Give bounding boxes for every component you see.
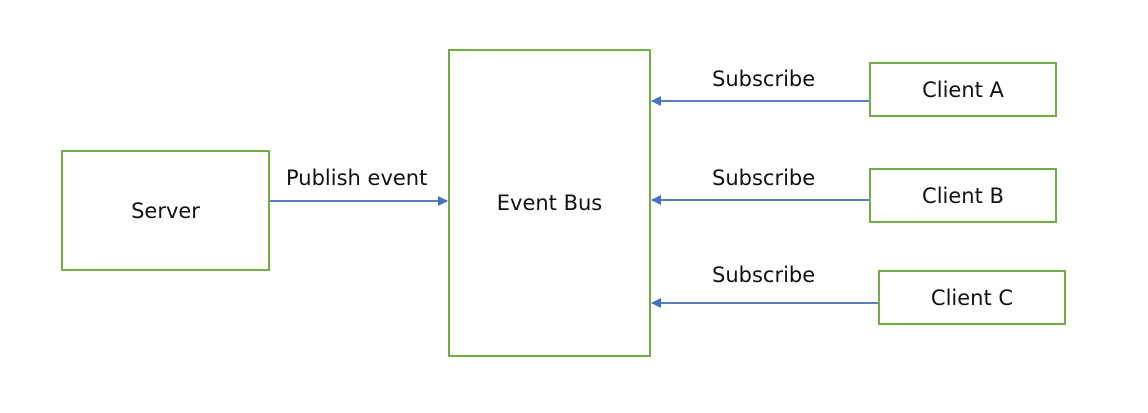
client-a-node: Client A <box>869 62 1057 117</box>
subscribe-b-label: Subscribe <box>712 166 816 190</box>
subscribe-a-label: Subscribe <box>712 67 816 91</box>
event-bus-label: Event Bus <box>496 191 603 215</box>
client-b-node: Client B <box>869 168 1057 223</box>
client-c-node: Client C <box>878 270 1066 325</box>
server-label: Server <box>131 198 200 223</box>
client-b-label: Client B <box>922 183 1004 208</box>
client-a-label: Client A <box>922 77 1004 102</box>
client-c-label: Client C <box>930 285 1014 310</box>
server-node: Server <box>61 150 270 271</box>
subscribe-c-label: Subscribe <box>712 263 816 287</box>
event-bus-node: Event Bus <box>448 49 651 357</box>
publish-event-label: Publish event <box>286 166 428 190</box>
